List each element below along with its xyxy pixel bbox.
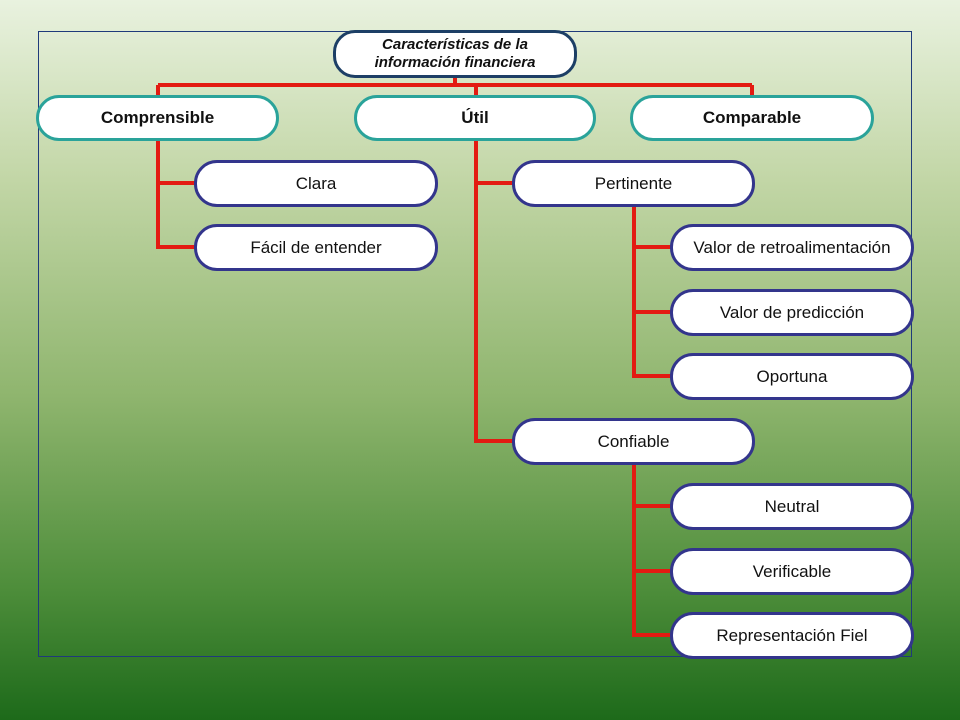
- node-facil-de-entender: Fácil de entender: [194, 224, 438, 271]
- node-verificable: Verificable: [670, 548, 914, 595]
- node-comparable: Comparable: [630, 95, 874, 141]
- pertinente-branch: [632, 207, 674, 378]
- comprensible-branch: [156, 141, 198, 249]
- node-representacion-fiel: Representación Fiel: [670, 612, 914, 659]
- node-confiable: Confiable: [512, 418, 755, 465]
- root-node: Características de la información financ…: [333, 30, 577, 78]
- node-neutral: Neutral: [670, 483, 914, 530]
- root-title-line-2: información financiera: [374, 54, 536, 71]
- node-pertinente: Pertinente: [512, 160, 755, 207]
- node-pertinente-label: Pertinente: [594, 173, 673, 193]
- root-title-line-1: Características de la: [382, 36, 528, 53]
- node-clara: Clara: [194, 160, 438, 207]
- node-util: Útil: [354, 95, 596, 141]
- node-clara-label: Clara: [295, 173, 337, 193]
- node-verificable-label: Verificable: [752, 561, 832, 581]
- node-representacion-fiel-label: Representación Fiel: [716, 625, 868, 645]
- node-valor-de-prediccion: Valor de predicción: [670, 289, 914, 336]
- node-comprensible: Comprensible: [36, 95, 279, 141]
- node-valor-de-prediccion-label: Valor de predicción: [719, 302, 865, 322]
- util-branch: [474, 141, 516, 443]
- node-util-label: Útil: [461, 108, 489, 127]
- node-neutral-label: Neutral: [764, 496, 820, 516]
- node-facil-de-entender-label: Fácil de entender: [250, 237, 382, 257]
- node-comparable-label: Comparable: [702, 108, 802, 127]
- node-oportuna: Oportuna: [670, 353, 914, 400]
- node-valor-de-retroalimentacion: Valor de retroalimentación: [670, 224, 914, 271]
- node-valor-de-retroalimentacion-label: Valor de retroalimentación: [693, 237, 891, 257]
- node-oportuna-label: Oportuna: [756, 366, 828, 386]
- node-confiable-label: Confiable: [597, 431, 670, 451]
- confiable-branch: [632, 465, 674, 637]
- node-comprensible-label: Comprensible: [100, 108, 215, 127]
